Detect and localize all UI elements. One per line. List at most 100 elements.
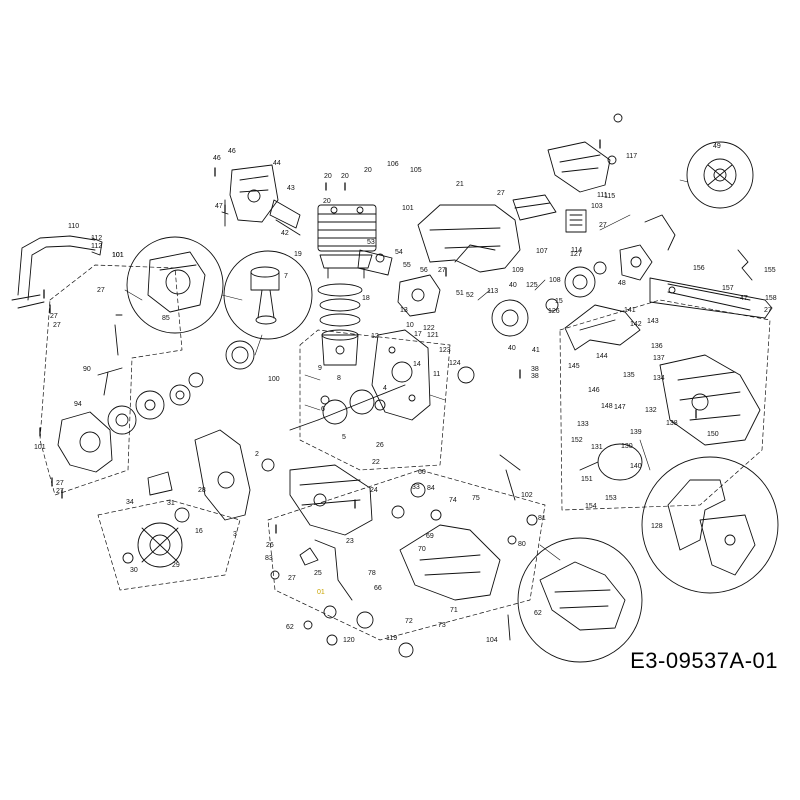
part-label-l85: 85	[162, 315, 170, 322]
part-label-l143: 143	[647, 318, 659, 325]
chain-cover-115	[547, 141, 611, 193]
engine-group-outline	[299, 329, 451, 471]
flywheel	[122, 471, 190, 568]
part-label-l131: 131	[591, 444, 603, 451]
part-label-l47b: 47	[740, 295, 748, 302]
part-label-l3: 3	[233, 531, 237, 538]
part-label-l147: 147	[614, 404, 626, 411]
part-label-l111: 111	[597, 192, 608, 199]
part-label-l4: 4	[383, 385, 387, 392]
part-label-l27f: 27	[438, 267, 446, 274]
part-label-l146: 146	[588, 387, 600, 394]
part-label-l94: 94	[74, 401, 82, 408]
part-label-l78: 78	[368, 570, 376, 577]
part-label-l145: 145	[568, 363, 580, 370]
part-label-l74: 74	[449, 497, 457, 504]
detail-circle-128	[641, 456, 779, 594]
part-label-l142: 142	[630, 321, 642, 328]
piston-rings	[317, 283, 363, 366]
part-label-l101a: 101	[402, 205, 414, 212]
part-label-l115: 115	[604, 193, 615, 200]
part-label-l141: 141	[624, 307, 636, 314]
part-label-l8: 8	[337, 375, 341, 382]
part-label-l134: 134	[653, 375, 665, 382]
crankshaft	[289, 384, 406, 431]
part-label-l48: 48	[618, 280, 626, 287]
part-label-l138: 138	[666, 420, 678, 427]
part-label-l84: 84	[427, 485, 435, 492]
part-label-l28: 28	[198, 487, 206, 494]
part-label-l73: 73	[438, 622, 446, 629]
part-label-l42: 42	[281, 230, 289, 237]
part-label-l27b: 27	[599, 222, 607, 229]
part-label-l148: 148	[601, 403, 613, 410]
guide-bar	[649, 249, 773, 319]
part-label-l69: 69	[426, 533, 434, 540]
part-label-l54: 54	[395, 249, 403, 256]
part-label-l90: 90	[83, 366, 91, 373]
part-label-l104: 104	[486, 637, 498, 644]
part-label-l139: 139	[630, 429, 642, 436]
housing-group-outline	[267, 469, 546, 641]
part-label-l62b: 62	[534, 610, 542, 617]
part-label-l40a: 40	[509, 282, 517, 289]
part-label-l106: 106	[387, 161, 399, 168]
part-label-l66: 66	[374, 585, 382, 592]
part-label-l33: 33	[412, 484, 420, 491]
part-label-l01: 01	[317, 589, 325, 596]
flywheel-group-outline	[97, 499, 241, 591]
part-label-l17: 17	[414, 331, 422, 338]
front-handle	[11, 235, 103, 309]
part-label-l113: 113	[487, 288, 498, 295]
part-label-l120: 120	[343, 637, 355, 644]
part-label-l117: 117	[626, 153, 637, 160]
part-label-l22: 22	[372, 459, 380, 466]
part-label-l153: 153	[605, 495, 617, 502]
filter-plate	[565, 209, 587, 233]
part-label-l11: 11	[433, 371, 440, 378]
part-label-l155: 155	[764, 267, 776, 274]
part-label-l112b: 112	[91, 243, 102, 250]
piston-detail	[250, 266, 280, 325]
part-label-l154: 154	[585, 503, 597, 510]
diagram-code: E3-09537A-01	[630, 648, 778, 673]
part-label-l38b: 38	[531, 373, 539, 380]
part-label-l127: 127	[570, 251, 582, 258]
part-label-l75: 75	[472, 495, 480, 502]
part-label-l140: 140	[630, 463, 642, 470]
part-label-l18: 18	[362, 295, 370, 302]
screws	[39, 139, 697, 534]
part-label-l51: 51	[456, 290, 464, 297]
part-label-l71: 71	[450, 607, 458, 614]
part-label-l43: 43	[287, 185, 295, 192]
part-label-l9: 9	[318, 365, 322, 372]
part-label-l2: 2	[255, 451, 259, 458]
part-label-l6: 6	[321, 406, 325, 413]
part-label-l55: 55	[403, 262, 411, 269]
part-label-l60: 60	[418, 469, 426, 476]
part-label-l20a: 20	[324, 173, 332, 180]
part-label-l102: 102	[521, 492, 533, 499]
part-label-l133: 133	[577, 421, 589, 428]
part-label-l20c: 20	[364, 167, 372, 174]
part-label-l128: 128	[651, 523, 663, 530]
part-label-l130: 130	[621, 443, 633, 450]
part-label-l132: 132	[645, 407, 657, 414]
part-label-l34: 34	[126, 499, 134, 506]
leader-lines	[124, 179, 689, 561]
part-label-l126: 126	[548, 308, 560, 315]
part-label-l10: 10	[406, 322, 414, 329]
part-label-l31: 31	[167, 500, 175, 507]
part-label-l38a: 38	[531, 366, 539, 373]
detail-circle-49	[686, 141, 754, 209]
part-label-l26b: 26	[376, 442, 384, 449]
part-label-l14: 14	[413, 361, 421, 368]
part-label-l49: 49	[713, 143, 721, 150]
oil-tank	[399, 524, 501, 601]
part-label-l25: 25	[314, 570, 322, 577]
part-label-l136: 136	[651, 343, 663, 350]
part-label-l27g: 27	[764, 307, 772, 314]
sprocket	[564, 214, 676, 298]
